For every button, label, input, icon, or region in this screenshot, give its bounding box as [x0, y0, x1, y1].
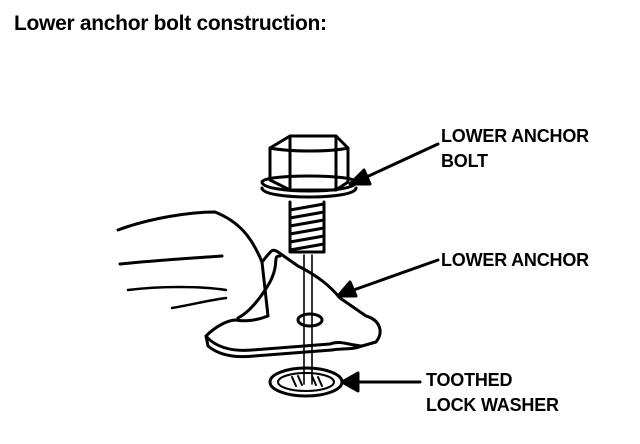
lower-anchor-plate: [204, 248, 382, 359]
label-lower-anchor-line1: LOWER ANCHOR: [441, 250, 589, 270]
toothed-lock-washer: [268, 366, 344, 398]
label-toothed-lock-washer: TOOTHED LOCK WASHER: [426, 368, 559, 418]
label-toothed-lock-washer-line2: LOCK WASHER: [426, 395, 559, 415]
label-toothed-lock-washer-line1: TOOTHED: [426, 370, 513, 390]
diagram-title: Lower anchor bolt construction:: [14, 12, 327, 35]
label-lower-anchor-bolt-line2: BOLT: [441, 151, 488, 171]
label-lower-anchor-bolt-line1: LOWER ANCHOR: [441, 126, 589, 146]
callout-arrows: [336, 142, 440, 393]
lower-anchor-bolt: [260, 134, 358, 254]
label-lower-anchor-bolt: LOWER ANCHOR BOLT: [441, 124, 589, 174]
label-lower-anchor: LOWER ANCHOR: [441, 248, 589, 273]
bolt-center-line: [303, 254, 313, 385]
seat-trim-outline: [116, 210, 264, 310]
